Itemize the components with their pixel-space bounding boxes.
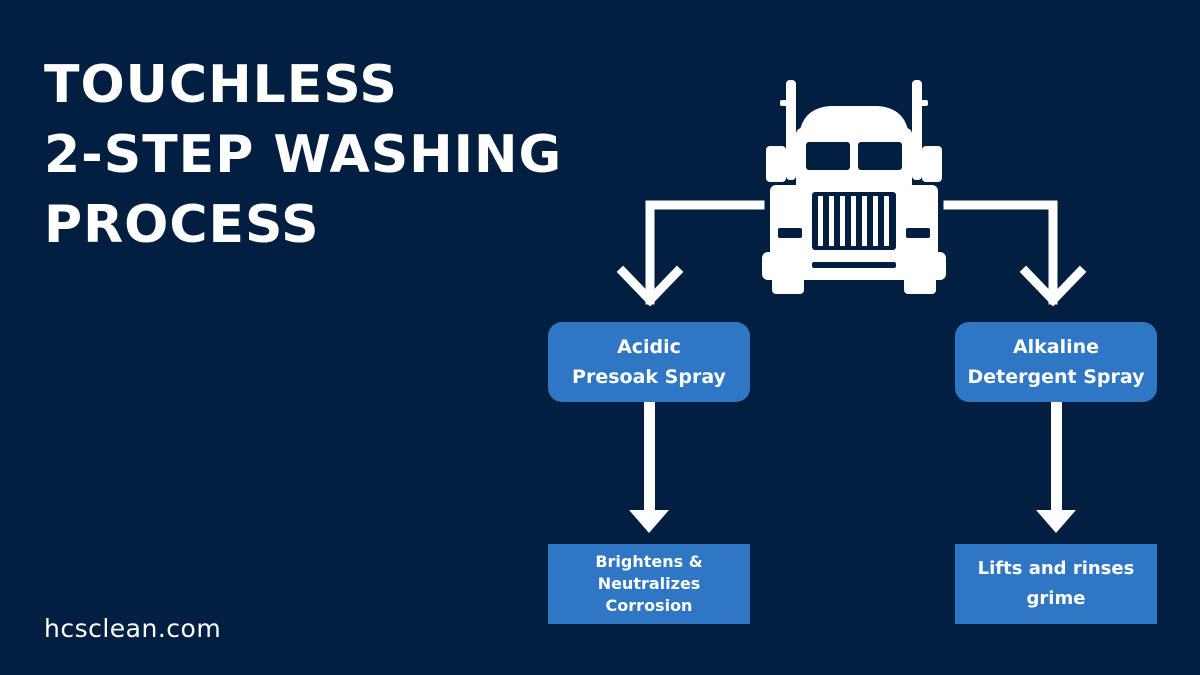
step-label-line: Acidic (617, 336, 681, 358)
result-brightens: Brightens & Neutralizes Corrosion (548, 544, 750, 624)
result-label-line: Brightens & (595, 552, 703, 571)
connector-right-line (1051, 402, 1062, 512)
step-label-line: Presoak Spray (572, 366, 726, 388)
step-alkaline-detergent: Alkaline Detergent Spray (955, 322, 1157, 402)
step-acidic-presoak: Acidic Presoak Spray (548, 322, 750, 402)
result-label-line: Corrosion (605, 596, 693, 615)
title-line-1: TOUCHLESS (44, 55, 398, 115)
page-title: TOUCHLESS 2-STEP WASHING PROCESS (44, 50, 562, 260)
result-lifts-grime: Lifts and rinses grime (955, 544, 1157, 624)
step-label-line: Alkaline (1012, 336, 1100, 358)
title-line-2: 2-STEP WASHING (44, 125, 563, 185)
branch-left-arrowhead (616, 265, 684, 307)
connector-left-line (644, 402, 655, 512)
branch-right-line (943, 200, 1058, 305)
connector-right-arrowhead (1036, 510, 1076, 533)
step-label-line: Detergent Spray (967, 366, 1145, 388)
result-label-line: Neutralizes (597, 574, 701, 593)
connector-left-arrowhead (629, 510, 669, 533)
branch-right-arrowhead (1019, 265, 1087, 307)
title-line-3: PROCESS (44, 195, 320, 255)
website-url: hcsclean.com (44, 614, 222, 643)
result-label-line: Lifts and rinses (977, 558, 1135, 579)
branch-left-line (645, 200, 765, 305)
result-label-line: grime (1026, 588, 1086, 609)
semi-truck-icon (762, 80, 946, 294)
